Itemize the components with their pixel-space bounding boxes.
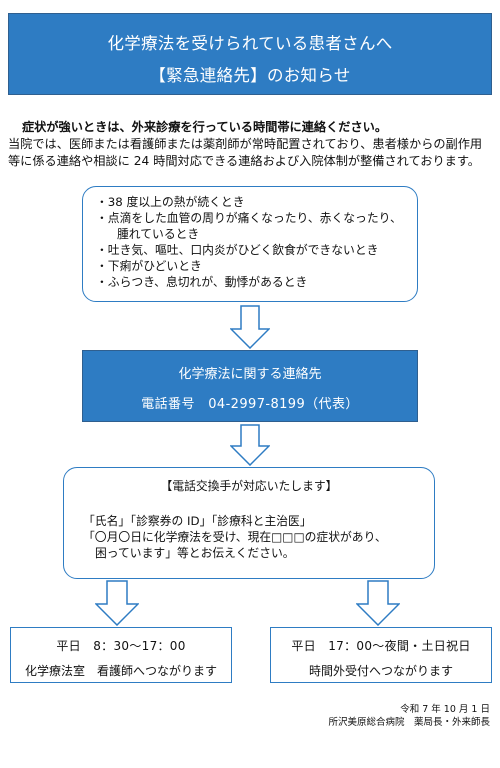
footer-date: 令和 7 年 10 月 1 日 xyxy=(400,704,490,715)
down-arrow-icon xyxy=(356,580,400,626)
symptoms-list: ・38 度以上の熱が続くとき ・点滴をした血管の周りが痛くなったり、赤くなったり… xyxy=(96,194,417,290)
weekday-box: 平日 8：30～17：00 化学療法室 看護師へつながります xyxy=(10,627,232,683)
footer: 令和 7 年 10 月 1 日 所沢美原総合病院 薬局長・外来師長 xyxy=(328,703,490,729)
contact-title: 化学療法に関する連絡先 xyxy=(178,367,322,382)
operator-title: 【電話交換手が対応いたします】 xyxy=(160,479,338,493)
down-arrow-icon xyxy=(230,424,270,466)
contact-box: 化学療法に関する連絡先 電話番号 04-2997-8199（代表） xyxy=(82,350,418,422)
footer-organization: 所沢美原総合病院 薬局長・外来師長 xyxy=(328,717,490,728)
operator-instructions: 「氏名」「診察券の ID」「診療科と主治医」 「〇月〇日に化学療法を受け、現在□… xyxy=(83,513,387,561)
weekday-destination: 化学療法室 看護師へつながります xyxy=(24,664,217,678)
intro-lead: 症状が強いときは、外来診療を行っている時間帯に連絡ください。 xyxy=(22,120,388,134)
afterhours-box: 平日 17：00～夜間・土日祝日 時間外受付へつながります xyxy=(270,627,492,683)
down-arrow-icon xyxy=(95,580,139,626)
contact-phone: 電話番号 04-2997-8199（代表） xyxy=(141,397,359,412)
symptom-item: ・吐き気、嘔吐、口内炎がひどく飲食ができないとき xyxy=(96,243,379,257)
header-banner: 化学療法を受けられている患者さんへ 【緊急連絡先】のお知らせ xyxy=(8,13,492,95)
operator-line: 「氏名」「診察券の ID」「診療科と主治医」 xyxy=(83,514,312,528)
intro-body: 当院では、医師または看護師または薬剤師が常時配置されており、患者様からの副作用等… xyxy=(8,137,483,168)
intro-section: 症状が強いときは、外来診療を行っている時間帯に連絡ください。 当院では、医師また… xyxy=(8,119,494,170)
operator-box: 【電話交換手が対応いたします】 「氏名」「診察券の ID」「診療科と主治医」 「… xyxy=(63,467,435,579)
symptom-item-continuation: 腫れているとき xyxy=(117,227,200,241)
header-title-line1: 化学療法を受けられている患者さんへ xyxy=(107,34,393,53)
header-title-line2: 【緊急連絡先】のお知らせ xyxy=(149,66,351,85)
weekday-hours: 平日 8：30～17：00 xyxy=(56,639,186,653)
afterhours-hours: 平日 17：00～夜間・土日祝日 xyxy=(291,639,471,653)
symptom-item: ・ふらつき、息切れが、動悸があるとき xyxy=(96,275,308,289)
operator-line: 「〇月〇日に化学療法を受け、現在□□□の症状があり、 xyxy=(83,530,387,544)
symptom-item: ・下痢がひどいとき xyxy=(96,259,202,273)
afterhours-destination: 時間外受付へつながります xyxy=(308,664,453,678)
symptom-item: ・38 度以上の熱が続くとき xyxy=(96,195,245,209)
symptom-item: ・点滴をした血管の周りが痛くなったり、赤くなったり、腫れているとき xyxy=(96,210,417,242)
operator-line: 困っています」等とお伝えください。 xyxy=(95,546,295,560)
down-arrow-icon xyxy=(230,305,270,349)
symptoms-box: ・38 度以上の熱が続くとき ・点滴をした血管の周りが痛くなったり、赤くなったり… xyxy=(82,186,418,302)
